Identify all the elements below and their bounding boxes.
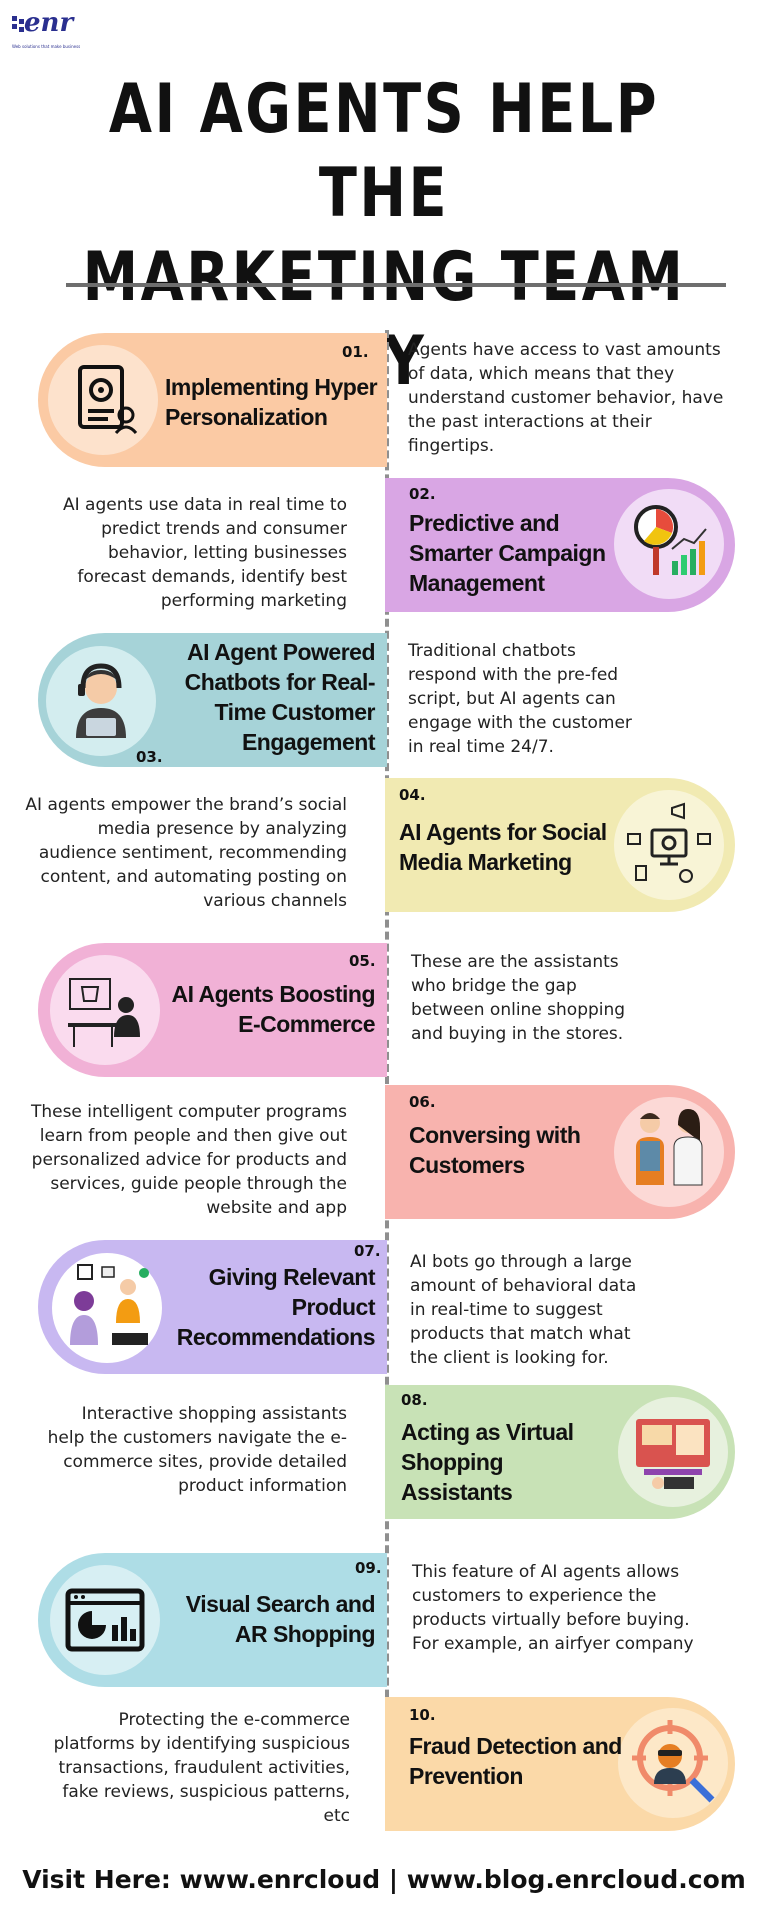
item-title: Fraud Detection and Prevention — [409, 1733, 622, 1789]
recommendation-icon — [52, 1253, 162, 1363]
item-title: AI Agents for Social Media Marketing — [399, 819, 607, 875]
support-agent-icon — [46, 646, 156, 756]
logo-dots-icon — [12, 16, 24, 32]
item-number: 07. — [354, 1242, 381, 1260]
item-description: These are the assistants who bridge the … — [411, 952, 626, 1044]
fraud-detection-icon — [618, 1708, 728, 1818]
title-divider — [66, 283, 726, 287]
analytics-icon — [614, 489, 724, 599]
item-number: 02. — [409, 485, 436, 503]
item-title: Visual Search and AR Shopping — [185, 1591, 376, 1647]
visual-search-icon — [50, 1565, 160, 1675]
item-number: 06. — [409, 1093, 436, 1111]
item-description: This feature of AI agents allows custome… — [412, 1562, 694, 1654]
item-number: 01. — [342, 343, 369, 361]
logo-tagline: Web solutions that make business — [12, 44, 81, 49]
item-number: 03. — [136, 748, 163, 766]
item-title: Conversing with Customers — [409, 1122, 581, 1178]
item-number: 05. — [349, 952, 376, 970]
item-description: Protecting the e-commerce platforms by i… — [53, 1710, 350, 1826]
social-media-icon — [614, 790, 724, 900]
item-title: Predictive and Smarter Campaign Manageme… — [409, 510, 606, 596]
item-title: Giving Relevant Product Recommendations — [176, 1264, 376, 1350]
conversation-icon — [614, 1097, 724, 1207]
item-description: These intelligent computer programs lear… — [30, 1102, 347, 1218]
item-description: AI agents empower the brand’s social med… — [25, 795, 347, 911]
settings-document-icon — [48, 345, 158, 455]
item-number: 10. — [409, 1706, 436, 1724]
item-description: Agents have access to vast amounts of da… — [408, 340, 724, 456]
title-line-1: AI AGENTS HELP THE — [108, 70, 660, 233]
item-title: AI Agent Powered Chatbots for Real-Time … — [184, 639, 376, 755]
footer-link-text[interactable]: Visit Here: www.enrcloud | www.blog.enrc… — [22, 1865, 746, 1894]
item-number: 04. — [399, 786, 426, 804]
timeline-spine — [385, 330, 389, 1830]
item-description: AI agents use data in real time to predi… — [62, 495, 347, 611]
item-description: AI bots go through a large amount of beh… — [410, 1252, 637, 1368]
item-description: Traditional chatbots respond with the pr… — [408, 641, 632, 757]
ecommerce-icon — [50, 955, 160, 1065]
item-number: 08. — [401, 1391, 428, 1409]
item-title: Implementing Hyper Personalization — [165, 374, 378, 430]
item-title: Acting as Virtual Shopping Assistants — [401, 1419, 574, 1505]
item-number: 09. — [355, 1559, 382, 1577]
item-title: AI Agents Boosting E-Commerce — [171, 981, 375, 1037]
brand-logo: enr Web solutions that make business — [10, 6, 90, 52]
shopping-assistant-icon — [618, 1397, 728, 1507]
logo-wordmark: enr — [24, 8, 74, 38]
item-description: Interactive shopping assistants help the… — [47, 1404, 347, 1496]
